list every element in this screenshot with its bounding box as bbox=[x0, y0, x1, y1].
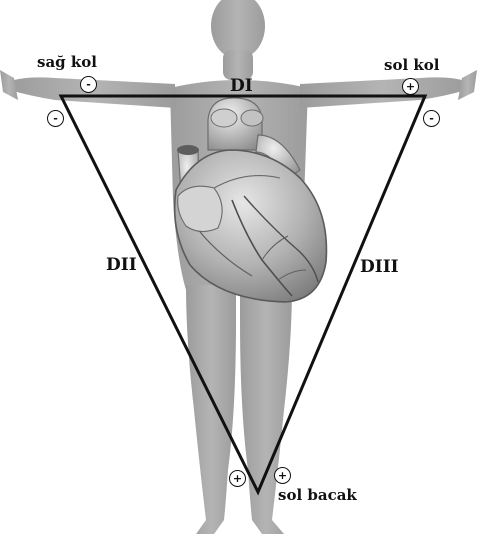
limb-label-left-leg: sol bacak bbox=[278, 488, 357, 503]
electrode-left-arm-bottom-minus-icon: - bbox=[423, 110, 440, 127]
lead-label-d3: DIII bbox=[360, 259, 399, 276]
limb-label-left-arm: sol kol bbox=[384, 58, 439, 73]
electrode-right-arm-bottom-minus-icon: - bbox=[47, 110, 64, 127]
electrode-left-arm-top-plus-icon: + bbox=[402, 78, 419, 95]
lead-label-d1: DI bbox=[230, 78, 253, 95]
limb-label-right-arm: sağ kol bbox=[37, 55, 97, 70]
lead-label-d2: DII bbox=[106, 257, 137, 274]
electrode-left-leg-right-plus-icon: + bbox=[274, 467, 291, 484]
electrode-right-arm-top-minus-icon: - bbox=[80, 76, 97, 93]
electrode-left-leg-left-plus-icon: + bbox=[229, 470, 246, 487]
